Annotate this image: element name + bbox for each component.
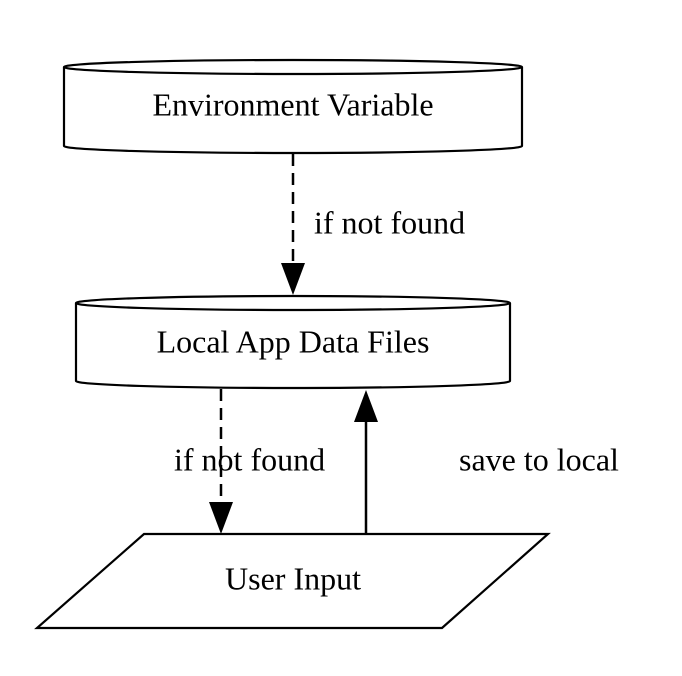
edge-local-to-user: if not found xyxy=(174,389,325,534)
edge-label-if-not-found: if not found xyxy=(174,441,325,477)
edge-env-to-local: if not found xyxy=(281,154,465,295)
arrow-up-head xyxy=(354,390,378,422)
cylinder-top-rim xyxy=(74,301,512,312)
node-user-input: User Input xyxy=(34,532,551,630)
cylinder-shape xyxy=(62,58,524,155)
edge-label-if-not-found: if not found xyxy=(314,204,465,240)
cylinder-top-rim xyxy=(62,65,524,76)
node-label-local-app-data-files: Local App Data Files xyxy=(157,323,430,359)
node-local-app-data-files: Local App Data Files xyxy=(74,294,512,390)
edge-user-to-local: save to local xyxy=(354,390,619,534)
node-label-environment-variable: Environment Variable xyxy=(152,86,433,122)
parallelogram-shape xyxy=(34,532,551,630)
node-environment-variable: Environment Variable xyxy=(62,58,524,155)
cylinder-shape xyxy=(74,294,512,390)
node-label-user-input: User Input xyxy=(225,560,361,596)
edge-label-save-to-local: save to local xyxy=(459,441,619,477)
arrow-down-head xyxy=(209,502,233,534)
arrow-down-head xyxy=(281,263,305,295)
